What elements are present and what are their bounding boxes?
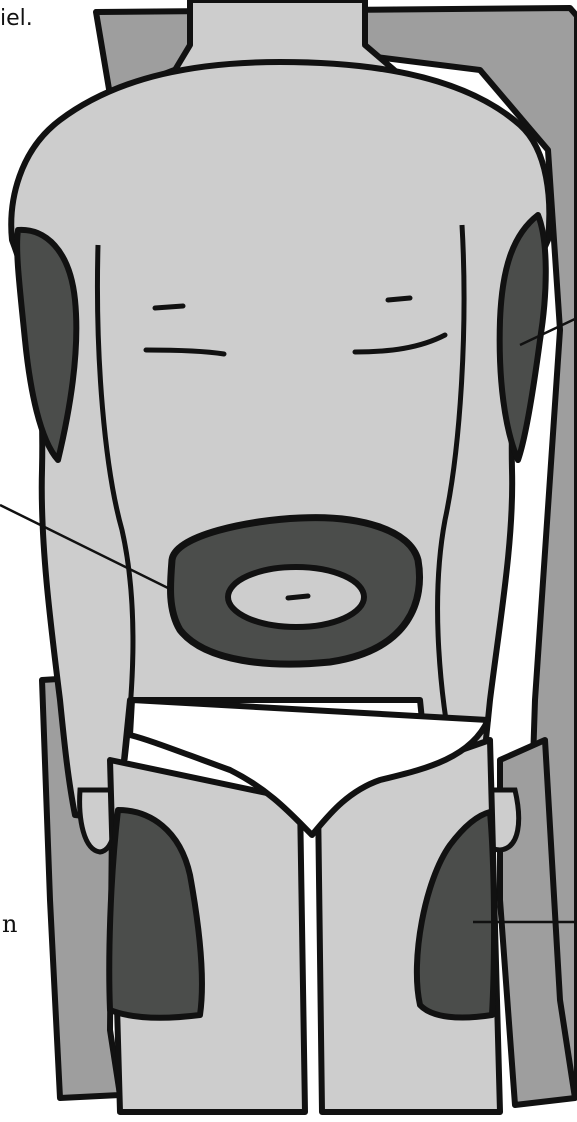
nipple-mark-left [155, 306, 183, 308]
nipple-mark-right [388, 298, 410, 300]
injection-area-upper-arm-left [17, 230, 76, 460]
navel-mark [288, 596, 308, 598]
